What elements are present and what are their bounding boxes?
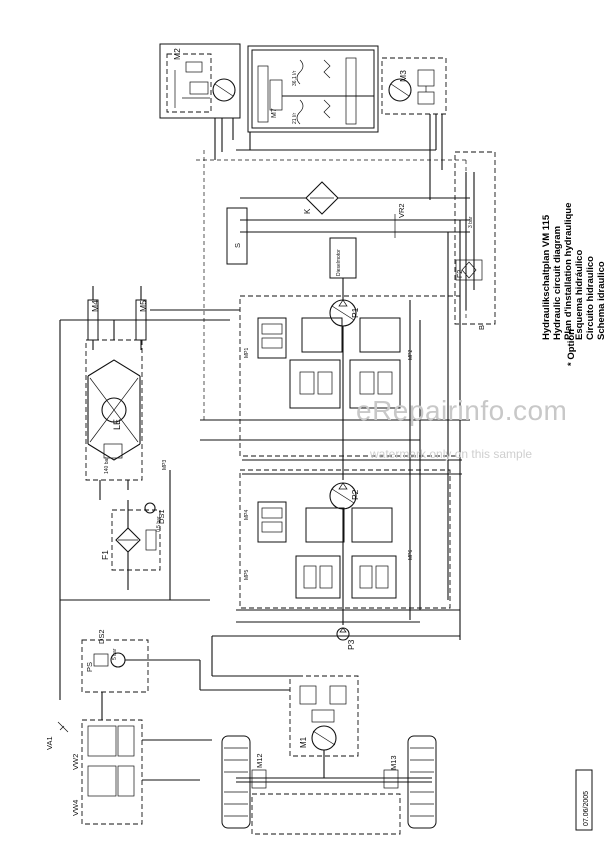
label-mp6: MP6 — [408, 550, 414, 561]
label-f1: F1 — [100, 550, 110, 560]
label-m4: M4 — [90, 300, 100, 312]
m2-motor-group — [159, 43, 241, 119]
label-va1: VA1 — [45, 736, 54, 750]
label-m1: M1 — [299, 736, 308, 748]
watermark-brand: eRepairinfo.com — [356, 395, 568, 426]
p3-pump-symbol — [336, 627, 350, 641]
label-mp3: MP3 — [162, 460, 168, 471]
p1-pump-symbol — [329, 299, 357, 327]
label-m13: M13 — [389, 755, 398, 770]
label-p1: P1 — [350, 307, 360, 318]
watermark-notice: watermark only on this sample — [370, 447, 533, 461]
label-b: B — [477, 325, 486, 330]
m1-motor-symbol — [311, 725, 337, 751]
label-m3: M3 — [398, 70, 408, 82]
label-bar-3: 3 bar — [468, 216, 474, 228]
label-m7: M7 — [271, 108, 278, 118]
label-bar-5: 5 bar — [112, 648, 118, 660]
k-filter-symbol — [240, 181, 470, 215]
label-bar-140: 140 bar — [104, 457, 110, 474]
label-m2: M2 — [172, 48, 182, 60]
m3-motor-group — [381, 57, 447, 115]
label-mp4: MP4 — [244, 510, 250, 521]
title-line-4: Esquema hidráulico — [574, 250, 585, 340]
f1-filter-symbol — [111, 509, 161, 571]
left-tire — [221, 735, 251, 829]
le-bridge-symbol — [87, 359, 141, 461]
label-engine: Dieselmotor — [336, 249, 342, 276]
label-vr2: VR2 — [397, 203, 406, 218]
label-vw4: VW4 — [71, 800, 80, 816]
label-ds1: DS1 — [157, 509, 166, 524]
label-m7-top: 36,1 l/r — [292, 70, 298, 86]
title-line-5: Circuito hidraulico — [585, 256, 596, 340]
m4-cylinder — [87, 286, 99, 341]
label-mp1: MP1 — [244, 348, 250, 359]
m5-cylinder — [135, 286, 147, 341]
title-line-3: Plan d'installation hydraulique — [563, 203, 574, 340]
label-vw2: VW2 — [71, 754, 80, 770]
label-ps: PS — [85, 662, 94, 672]
label-s: S — [233, 243, 242, 248]
title-line-1: Hydraulikschaltplan VM 115 — [541, 214, 552, 340]
doc-number: 07.06/2005 — [583, 791, 590, 826]
label-m7-bot: 21 l/r — [292, 113, 298, 124]
label-p2: P2 — [350, 489, 360, 500]
label-le: LE — [112, 419, 122, 430]
label-mp2: MP2 — [408, 350, 414, 361]
title-line-6: Schema idraulico — [596, 261, 604, 340]
engine-tank-group — [247, 45, 379, 133]
label-f2: F2 — [457, 270, 464, 278]
option-note: * Option — [566, 329, 577, 366]
label-ds2: DS2 — [97, 629, 106, 644]
label-bar-05: 0,5 bar — [156, 516, 162, 532]
label-mp5: MP5 — [244, 570, 250, 581]
label-m12: M12 — [255, 753, 264, 768]
title-block: Hydraulikschaltplan VM 115 Hydraulic cir… — [541, 203, 604, 340]
label-k: K — [303, 208, 312, 214]
right-tire — [407, 735, 437, 829]
label-p3: P3 — [346, 639, 356, 650]
title-line-2: Hydraulic circuit diagram — [552, 226, 563, 340]
label-m5: M5 — [138, 300, 148, 312]
